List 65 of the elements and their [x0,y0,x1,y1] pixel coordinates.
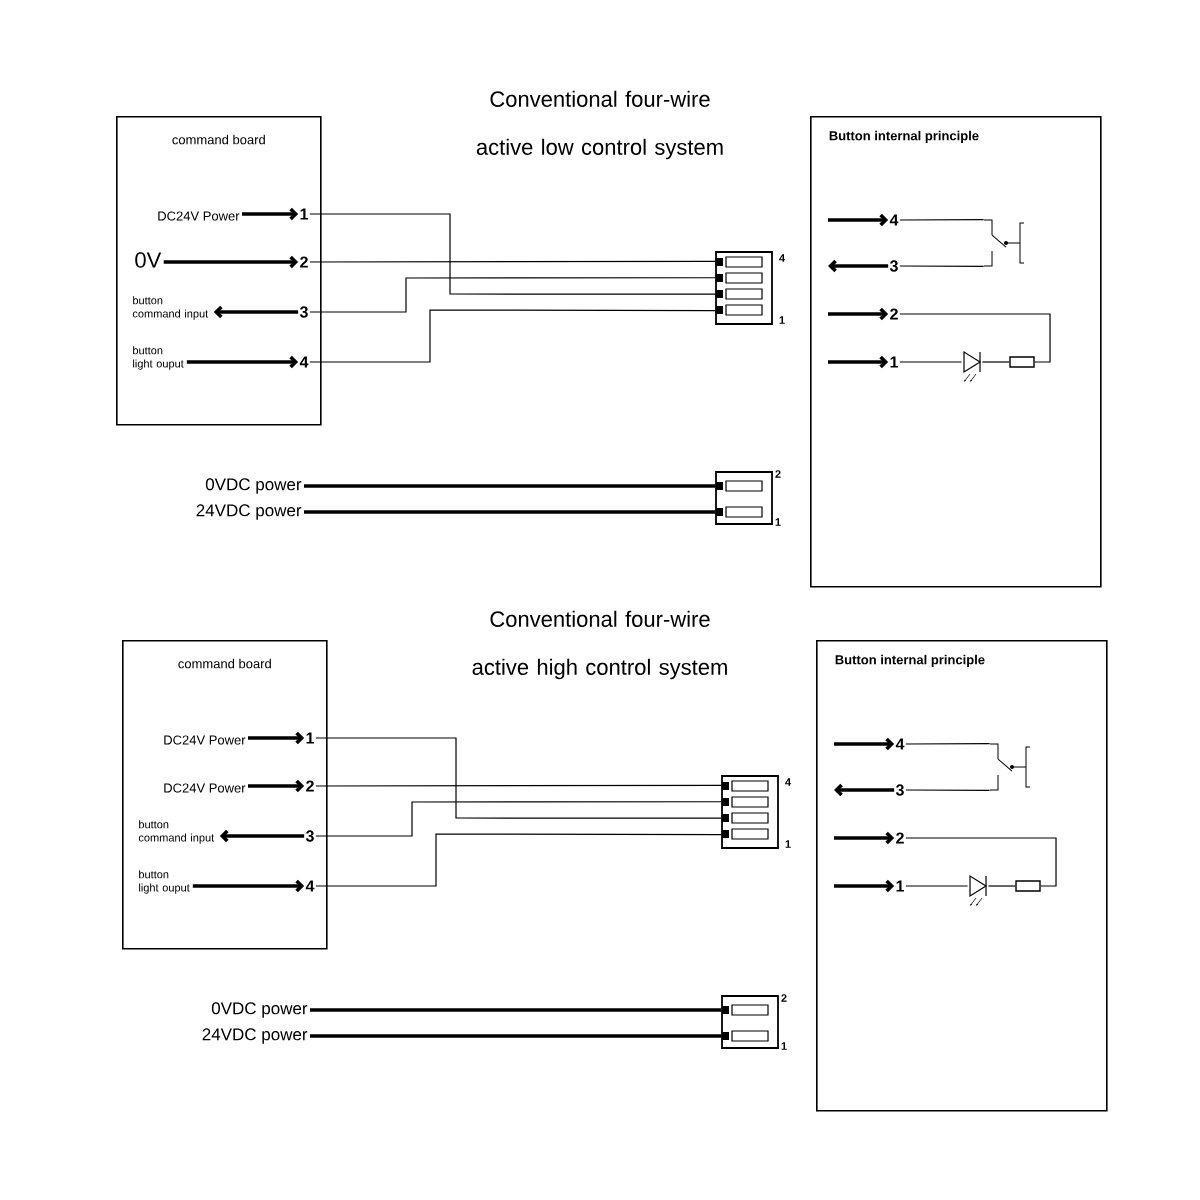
arrow [834,737,895,751]
wire [905,743,991,745]
signal-label: 0VDC power [211,1002,308,1018]
wire [304,510,716,514]
signal-label: 24VDC power [202,1028,308,1044]
pin-number: 2 [306,780,314,792]
pin-number: 3 [895,784,904,796]
arrow [834,879,895,893]
arrow [834,783,895,797]
wire [905,885,969,887]
pin-number: 2 [300,256,308,268]
arrow [834,831,895,845]
pin-number: 3 [305,830,314,842]
arrow [192,879,305,893]
panel-heading: Conventional four-wire active high control system [472,610,727,680]
wire [310,1008,722,1012]
wire [905,789,991,791]
pin-number: 2 [896,832,904,844]
wire [987,885,1016,887]
pin-number: 1 [300,208,308,220]
wire [899,313,1051,363]
arrow [828,259,889,273]
arrow [248,779,305,793]
wire [309,213,716,295]
pin-number: 1 [306,732,314,744]
pin-number: 3 [299,306,308,318]
arrow [213,305,299,319]
wire [309,309,716,363]
pin-number: 4 [305,880,315,892]
switch-symbol [983,219,1025,267]
signal-label: 24VDC power [196,504,302,520]
resistor-symbol [1009,356,1035,368]
wire [315,801,722,837]
pin-number: 1 [896,880,904,892]
arrow [163,255,299,269]
pin-number: 2 [890,308,898,320]
wire [309,277,716,313]
pin-number: 1 [890,356,898,368]
arrow [219,829,305,843]
panel-heading: Conventional four-wire active low control system [476,90,723,160]
signal-label: 0VDC power [205,478,302,494]
arrow [828,213,889,227]
wire [981,361,1010,363]
wire [309,260,716,263]
signal-label: 0V [135,252,162,268]
switch-symbol [989,743,1031,791]
pin-number: 4 [889,214,899,226]
wire [315,737,722,819]
arrow [828,355,889,369]
pin-number: 3 [889,260,898,272]
arrow [242,207,299,221]
pin-number: 4 [299,356,309,368]
wire [899,361,963,363]
wire [899,219,985,221]
resistor-symbol [1015,880,1041,892]
wire [304,484,716,488]
arrow [828,307,889,321]
wire [315,833,722,887]
pin-number: 4 [895,738,905,750]
arrow [186,355,299,369]
wire [899,265,985,267]
wire [315,784,722,787]
wire [310,1034,722,1038]
arrow [248,731,305,745]
wire [905,837,1057,887]
